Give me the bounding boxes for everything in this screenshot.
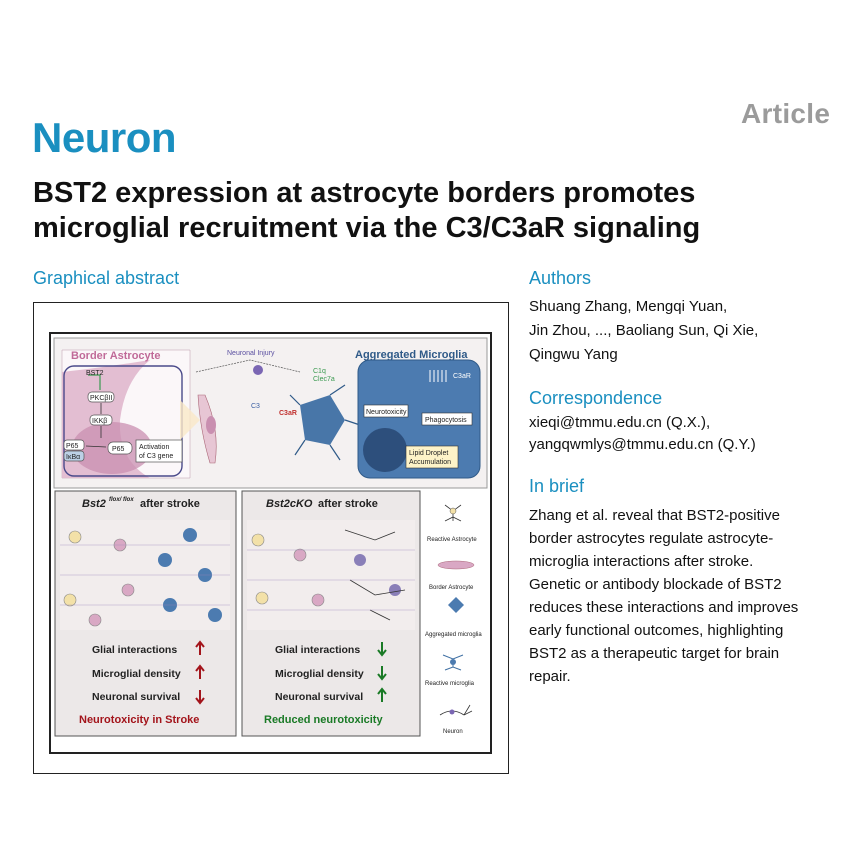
legend-reactive-astrocyte: Reactive Astrocyte [427,537,477,543]
label-lipid2: Accumulation [409,459,451,466]
wildtype-conclusion: Neurotoxicity in Stroke [79,714,199,726]
legend-aggregated-microglia: Aggregated microglia [425,632,482,638]
ikk-node [89,414,113,426]
wildtype-cell-cluster [60,520,230,630]
author-line-3: Qingwu Yang [529,346,618,363]
in-brief-heading: In brief [529,476,585,496]
label-neuronal-injury: Neuronal Injury [227,350,275,357]
cko-cell-cluster [247,520,415,630]
injured-neuron-soma [253,365,263,375]
cko-title-gene: Bst2cKO [266,498,313,510]
label-activation1: Activation [139,444,169,451]
graphical-abstract-frame [33,302,509,774]
p65-nucleus-node [107,441,133,455]
neuronal-injury-diagram [180,359,361,464]
p65-node [63,439,85,451]
cko-row-microglial: Microglial density [275,668,364,680]
legend-reactive-microglia: Reactive microglia [425,681,475,687]
ikba-node [63,450,85,462]
border-astrocyte-diagram [61,349,191,479]
wildtype-row-microglial: Microglial density [92,668,181,680]
brief-line-7: BST2 as a therapeutic target for brain [529,645,780,662]
brief-line-6: early functional outcomes, highlighting [529,622,784,639]
brief-line-2: border astrocytes regulate astrocyte- [529,530,774,547]
label-phagocytosis: Phagocytosis [425,417,467,424]
in-brief-text: Zhang et al. reveal that BST2-positive b… [529,504,849,688]
email-link-2[interactable]: yangqwmlys@tmmu.edu.cn (Q.Y.) [529,436,756,453]
wildtype-up-arrow-1 [195,640,205,655]
author-line-1: Shuang Zhang, Mengqi Yuan, [529,298,728,315]
label-p65a: P65 [66,443,79,450]
wildtype-up-arrow-2 [195,664,205,679]
cko-title-rest: after stroke [318,498,378,510]
cko-down-arrow-2 [377,666,387,681]
authors-heading: Authors [529,268,592,288]
wildtype-row-neuronal: Neuronal survival [92,691,180,703]
lipid-droplet-box [405,445,459,469]
label-neurotoxicity: Neurotoxicity [366,409,407,416]
title-line-2: microglial recruitment via the C3/C3aR s… [33,212,701,244]
cko-down-arrow-1 [377,642,387,657]
label-c3ar-right: C3aR [453,373,471,380]
cko-row-glial: Glial interactions [275,644,360,656]
border-astrocyte-icon [437,560,475,570]
label-lipid1: Lipid Droplet [409,450,448,457]
aggregated-microglia-diagram [357,359,481,479]
label-ikk: IKKβ [92,418,107,425]
brief-line-4: Genetic or antibody blockade of BST2 [529,576,782,593]
legend-border-astrocyte: Border Astrocyte [429,585,474,591]
wildtype-title-sup: flox/ flox [109,497,134,503]
label-ikba: IκBα [66,454,80,461]
title-line-1: BST2 expression at astrocyte borders pro… [33,177,696,209]
label-c3: C3 [251,403,260,410]
article-type-label: Article [741,98,831,129]
email-link-1[interactable]: xieqi@tmmu.edu.cn (Q.X.), [529,414,711,431]
aggregated-microglia-icon [448,597,464,613]
brief-line-3: microglia interactions after stroke. [529,553,754,570]
label-aggregated-microglia: Aggregated Microglia [355,349,468,361]
label-c3ar-left: C3aR [279,410,297,417]
author-list: Shuang Zhang, Mengqi Yuan, Jin Zhou, ...… [529,295,849,367]
label-pkc: PKCβII [90,395,112,402]
label-clec7a: Clec7a [313,376,335,383]
wildtype-title-rest: after stroke [140,498,200,510]
wildtype-row-glial: Glial interactions [92,644,177,656]
wildtype-title-gene: Bst2 [82,498,106,510]
legend-neuron: Neuron [443,729,463,735]
paper-title: BST2 expression at astrocyte borders pro… [33,176,833,246]
correspondence-block: xieqi@tmmu.edu.cn (Q.X.), yangqwmlys@tmm… [529,412,756,456]
label-c1q: C1q [313,368,326,375]
label-p65b: P65 [112,446,125,453]
legend-icons [437,504,475,716]
wildtype-down-arrow [195,690,205,705]
cko-conclusion: Reduced neurotoxicity [264,714,383,726]
graphical-abstract-heading: Graphical abstract [33,268,180,288]
correspondence-heading: Correspondence [529,388,663,408]
microglia-cell [300,395,345,445]
journal-logo: Neuron [32,114,177,161]
label-activation2: of C3 gene [139,453,173,460]
phagocytosis-box [421,412,473,426]
label-border-astrocyte: Border Astrocyte [71,350,160,362]
neurotoxicity-box [363,404,409,418]
author-line-2: Jin Zhou, ..., Baoliang Sun, Qi Xie, [529,322,759,339]
label-bst2: BST2 [86,370,104,377]
brief-line-8: repair. [529,668,571,685]
activation-box [135,439,183,463]
brief-line-5: reduces these interactions and improves [529,599,799,616]
cko-row-neuronal: Neuronal survival [275,691,363,703]
cko-up-arrow [377,687,387,702]
pkc-node [87,391,115,403]
brief-line-1: Zhang et al. reveal that BST2-positive [529,507,780,524]
